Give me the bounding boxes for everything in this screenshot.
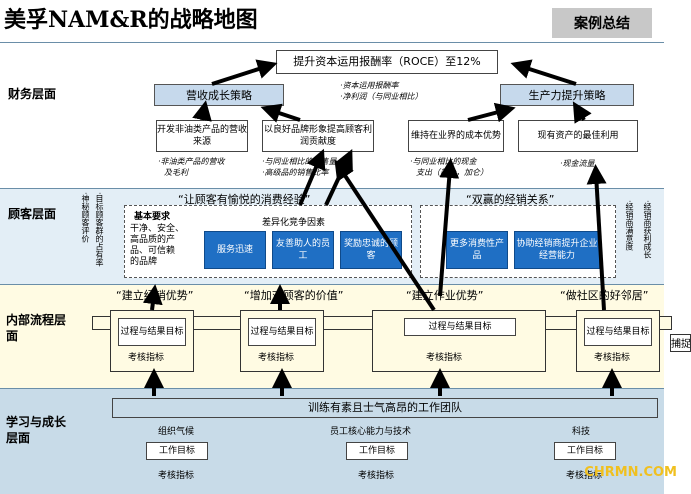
- arrow-customer-to-brand-2: [324, 148, 353, 206]
- customer-layer-label: 顾客层面: [8, 207, 57, 221]
- learning-col-technology: 科技: [572, 427, 591, 437]
- finance-note-roce: ·资本运用报酬率: [340, 81, 399, 90]
- basic-requirements-text: 干净、安全、 高品质的产 品、可信赖 的品牌: [130, 224, 184, 268]
- learning-col-climate: 组织气候: [158, 427, 195, 437]
- basic-line-1: 干净、安全、: [130, 224, 185, 234]
- basic-requirements-title: 基本要求: [134, 212, 171, 222]
- arrow-process-to-cost: [438, 158, 460, 297]
- basic-line-4: 的品牌: [130, 257, 158, 267]
- finance-note-netprofit: ·净利润（与同业相比）: [340, 92, 423, 101]
- note-nonoil-margin: 及毛利: [164, 168, 188, 177]
- customer-quote-dealer: “双赢的经销关系”: [466, 193, 555, 206]
- customer-left-kpi-2: ·目标顾客群的占有率: [95, 192, 104, 267]
- growth-strategy-header: 营收成长策略: [154, 84, 284, 106]
- consumer-products-box: 更多消费性产品: [446, 231, 508, 269]
- watermark: CHRMN.COM: [584, 465, 677, 480]
- learning-goal-1: 工作目标: [146, 442, 208, 460]
- cost-advantage-box: 维持在业界的成本优势: [408, 120, 504, 152]
- dealer-capability-box: 协助经销商提升企业经营能力: [514, 231, 600, 269]
- learning-goal-2: 工作目标: [346, 442, 408, 460]
- friendly-staff-box: 友善助人的员工: [272, 231, 334, 269]
- arrow-dealer-process-up: [142, 284, 163, 311]
- page-title: 美孚NAM&R的战略地图: [4, 7, 258, 33]
- customer-quote-experience: “让顾客有愉悦的消费经验”: [178, 193, 311, 206]
- brand-profit-box: 以良好品牌形象提高顾客利润贡献度: [262, 120, 374, 152]
- process-goal-3: 过程与结果目标: [404, 318, 516, 336]
- customer-left-kpi-1: ·神秘顾客评价: [81, 192, 90, 243]
- process-metric-3: 考核指标: [426, 353, 463, 363]
- customer-right-kpi-1: ·经销商满意度: [625, 200, 634, 251]
- note-nonoil-revenue: ·非油类产品的营收: [158, 157, 225, 166]
- process-goal-2: 过程与结果目标: [248, 318, 316, 346]
- roce-goal-box: 提升资本运用报酬率（ROCE）至12%: [276, 50, 498, 74]
- process-goal-1: 过程与结果目标: [118, 318, 186, 346]
- note-cash-flow: ·现金流量: [560, 159, 595, 168]
- finance-layer-label: 财务层面: [8, 87, 57, 101]
- learning-metric-1: 考核指标: [158, 471, 195, 481]
- arrow-process-to-assets: [586, 164, 607, 311]
- note-sales-volume: ·与同业相比的销售量: [262, 157, 337, 166]
- process-metric-4: 考核指标: [594, 353, 631, 363]
- differentiation-title: 差异化竞争因素: [262, 218, 326, 228]
- arrow-productivity-to-goal: [510, 59, 577, 86]
- arrow-nonoil-to-growth: [192, 100, 212, 122]
- arrow-process-to-revenue: [334, 159, 436, 312]
- process-quote-customer-value: “增加对顾客的价值”: [244, 289, 344, 302]
- arrow-brand-to-growth: [260, 103, 301, 123]
- loyalty-reward-box: 奖励忠诚的顾客: [340, 231, 402, 269]
- process-layer-label: 内部流程层面: [6, 313, 67, 343]
- productivity-strategy-header: 生产力提升策略: [500, 84, 634, 106]
- process-goal-4: 过程与结果目标: [584, 318, 652, 346]
- learning-metric-2: 考核指标: [358, 471, 395, 481]
- basic-line-2: 高品质的产: [130, 235, 176, 245]
- team-banner: 训练有素且士气高昂的工作团队: [112, 398, 658, 418]
- arrow-cost-to-productivity: [467, 102, 516, 123]
- process-metric-2: 考核指标: [258, 353, 295, 363]
- basic-line-3: 品、可信赖: [130, 246, 176, 256]
- process-group-3: [372, 310, 546, 372]
- customer-right-kpi-2: ·经销商获利成长: [643, 200, 652, 259]
- fast-service-box: 服务迅速: [204, 231, 266, 269]
- learning-layer-label: 学习与成长层面: [6, 415, 67, 445]
- process-metric-1: 考核指标: [128, 353, 165, 363]
- arrow-growth-to-goal: [211, 59, 278, 86]
- learning-col-competence: 员工核心能力与技术: [330, 427, 412, 437]
- note-premium-ratio: ·高级品的销售比率: [262, 168, 329, 177]
- arrow-assets-to-productivity: [572, 101, 592, 124]
- learning-metric-3: 考核指标: [566, 471, 603, 481]
- nonoil-revenue-box: 开发非油类产品的营收来源: [156, 120, 248, 152]
- learning-goal-3: 工作目标: [554, 442, 616, 460]
- case-summary-badge: 案例总结: [552, 8, 652, 38]
- arrow-customer-to-brand: [298, 148, 326, 206]
